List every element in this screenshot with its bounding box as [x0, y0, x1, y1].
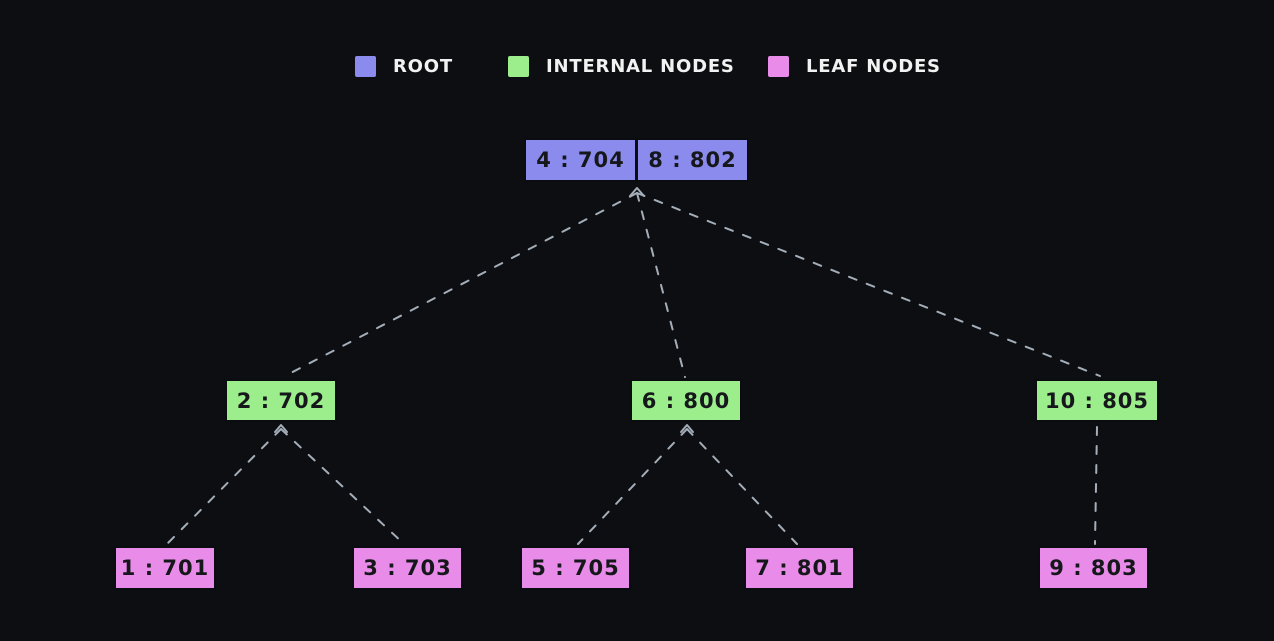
edge-root-to-node10 — [636, 192, 1101, 377]
leaf-node-1-label: 1 : 701 — [116, 548, 214, 588]
internal-node-10: 10 : 805 — [1035, 379, 1159, 422]
root-color-swatch — [355, 56, 376, 77]
internal-node-10-label: 10 : 805 — [1037, 381, 1157, 420]
arrowhead-icon — [629, 187, 645, 197]
arrowhead-icon — [274, 424, 288, 433]
edge-node2-to-leaf3 — [280, 428, 405, 545]
leaf-color-swatch — [768, 56, 789, 77]
root-node-cell-2: 8 : 802 — [638, 140, 747, 180]
internal-color-swatch — [508, 56, 529, 77]
edge-root-to-node2 — [282, 192, 638, 378]
leaf-node-7-label: 7 : 801 — [746, 548, 853, 588]
legend-item-root: ROOT — [355, 56, 453, 77]
edge-node10-to-leaf9 — [1094, 426, 1098, 545]
leaf-node-3-label: 3 : 703 — [354, 548, 461, 588]
edge-node2-to-leaf1 — [166, 428, 282, 545]
edge-node6-to-leaf7 — [686, 428, 798, 545]
legend-item-leaf-nodes: LEAF NODES — [768, 56, 941, 77]
internal-node-2-label: 2 : 702 — [227, 381, 335, 420]
edge-root-to-node6 — [636, 192, 686, 378]
arrowhead-icon — [680, 424, 694, 433]
root-node: 4 : 704 8 : 802 — [524, 138, 749, 182]
leaf-node-9-label: 9 : 803 — [1040, 548, 1147, 588]
leaf-node-9: 9 : 803 — [1038, 546, 1149, 590]
leaf-node-1: 1 : 701 — [114, 546, 216, 590]
leaf-node-3: 3 : 703 — [352, 546, 463, 590]
internal-node-2: 2 : 702 — [225, 379, 337, 422]
leaf-node-7: 7 : 801 — [744, 546, 855, 590]
internal-node-6-label: 6 : 800 — [632, 381, 740, 420]
legend-label-leaf-nodes: LEAF NODES — [806, 56, 941, 77]
legend-label-root: ROOT — [393, 56, 453, 77]
leaf-node-5: 5 : 705 — [520, 546, 631, 590]
edge-node6-to-leaf5 — [577, 428, 688, 545]
legend-label-internal-nodes: INTERNAL NODES — [546, 56, 735, 77]
legend-item-internal-nodes: INTERNAL NODES — [508, 56, 735, 77]
root-node-cell-1: 4 : 704 — [526, 140, 635, 180]
internal-node-6: 6 : 800 — [630, 379, 742, 422]
leaf-node-5-label: 5 : 705 — [522, 548, 629, 588]
